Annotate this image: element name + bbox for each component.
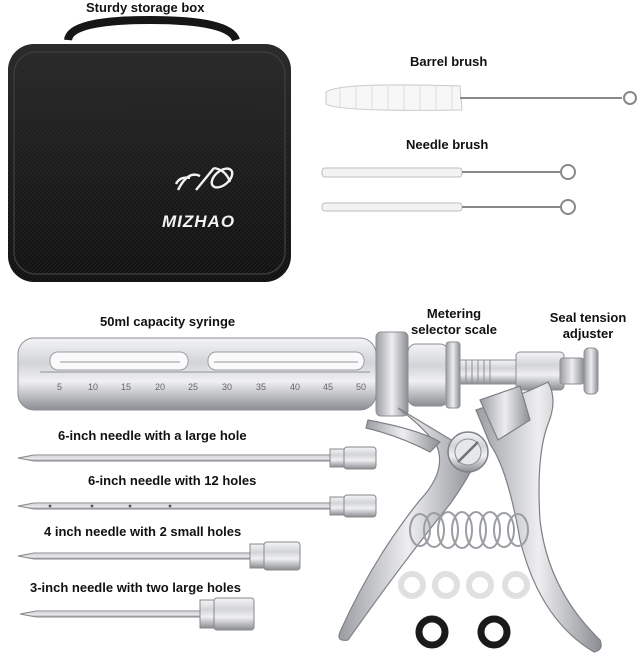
barrel-brush (325, 84, 637, 111)
needle-brush-2 (321, 199, 576, 215)
scale-tick-label: 35 (256, 382, 266, 392)
black-seal-rings (415, 615, 511, 649)
label-seal-line-1: Seal tension (549, 310, 627, 325)
scale-tick-label: 50 (356, 382, 366, 392)
label-storage-box: Sturdy storage box (86, 0, 205, 15)
needle-brush-1 (321, 164, 576, 180)
handle-pivot-icon (447, 431, 489, 473)
label-needle-4-inch: 4 inch needle with 2 small holes (44, 524, 242, 539)
needle-12-holes (17, 494, 377, 518)
storage-box (8, 15, 291, 282)
scale-tick-label: 10 (88, 382, 98, 392)
scale-tick-label: 5 (57, 382, 62, 392)
label-needle-large-hole: 6-inch needle with a large hole (58, 428, 247, 443)
label-needle-12-holes: 6-inch needle with 12 holes (88, 473, 257, 488)
label-metering-line-1: Metering (426, 306, 482, 321)
scale-tick-label: 40 (290, 382, 300, 392)
scale-tick-label: 25 (188, 382, 198, 392)
syringe-handle (338, 381, 602, 653)
scale-tick-label: 20 (155, 382, 165, 392)
box-handle (64, 15, 240, 42)
label-needle-brush: Needle brush (406, 137, 489, 152)
needle-large-hole (17, 446, 377, 470)
scale-tick-label: 15 (121, 382, 131, 392)
white-seal-rings (398, 571, 530, 599)
label-syringe: 50ml capacity syringe (100, 314, 236, 329)
box-brand-text: MIZHAO (162, 212, 236, 231)
syringe (17, 331, 599, 417)
label-barrel-brush: Barrel brush (410, 54, 488, 69)
needle-4-inch (17, 541, 301, 571)
scale-tick-label: 45 (323, 382, 333, 392)
scale-tick-label: 30 (222, 382, 232, 392)
needle-3-inch (19, 597, 255, 631)
label-needle-3-inch: 3-inch needle with two large holes (30, 580, 241, 595)
mizhao-logo-icon (174, 166, 234, 191)
label-seal-line-2: adjuster (562, 326, 614, 341)
spring (409, 511, 529, 549)
label-metering-line-2: selector scale (410, 322, 497, 337)
